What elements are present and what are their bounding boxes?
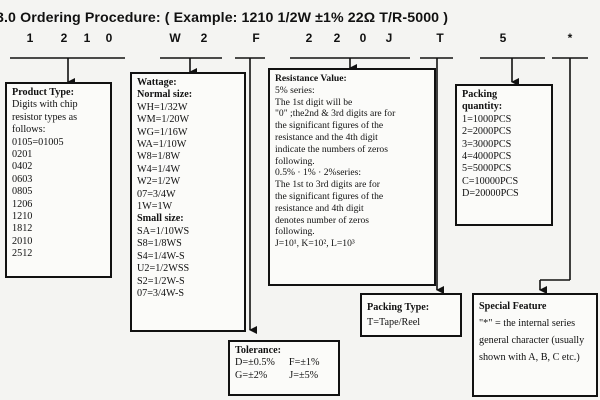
resistance-text: the significant figures of the — [275, 120, 384, 132]
product-type-desc: Digits with chip resistor types as follo… — [12, 99, 78, 136]
resistance-text: The 1st digit will be — [275, 96, 353, 108]
code-char: 1 — [26, 31, 34, 45]
special-feature-heading: Special Feature — [479, 301, 547, 312]
resistance-text: denotes number of zeros — [275, 214, 370, 226]
product-type-item: 0402 — [12, 161, 33, 173]
wattage-small-item: S4=1/4W-S — [137, 250, 185, 262]
page-title: 3.0 Ordering Procedure: ( Example: 1210 … — [0, 10, 449, 26]
product-type-item: 1210 — [12, 211, 33, 223]
packing-quantity-heading: Packing — [462, 89, 498, 100]
wattage-normal-item: WM=1/20W — [137, 114, 190, 126]
code-char: 2 — [333, 31, 341, 45]
resistance-text: resistance and the 4th digit — [275, 131, 378, 143]
resistance-heading: Resistance Value: — [275, 73, 347, 84]
product-type-item: 0105=01005 — [12, 136, 64, 148]
packing-quantity-item: 2=2000PCS — [462, 126, 512, 138]
wattage-small-item: U2=1/2WSS — [137, 263, 190, 275]
wattage-small-item: 07=3/4W-S — [137, 287, 185, 299]
wattage-small-item: S2=1/2W-S — [137, 275, 185, 287]
code-char: W — [169, 31, 181, 45]
packing-quantity-item: 5=5000PCS — [462, 163, 512, 175]
packing-type-heading: Packing Type: — [367, 302, 430, 313]
resistance-text: the significant figures of the — [275, 190, 384, 202]
tolerance-heading: Tolerance: — [235, 345, 282, 356]
code-char: 0 — [359, 31, 367, 45]
product-type-item: 0603 — [12, 173, 33, 185]
wattage-normal-item: WA=1/10W — [137, 139, 187, 151]
code-char: 1 — [83, 31, 91, 45]
code-char: 0 — [105, 31, 113, 45]
resistance-text: following. — [275, 226, 315, 238]
tolerance-item: D=±0.5% — [235, 357, 275, 369]
product-type-item: 1812 — [12, 223, 33, 235]
wattage-normal-item: W8=1/8W — [137, 151, 181, 163]
resistance-value-box: Resistance Value: 5% series: The 1st dig… — [268, 68, 436, 286]
product-type-item: 2010 — [12, 235, 33, 247]
wattage-small-item: SA=1/10WS — [137, 225, 190, 237]
wattage-small-item: S8=1/8WS — [137, 238, 182, 250]
resistance-text: indicate the numbers of zeros — [275, 143, 388, 155]
packing-quantity-item: 4=4000PCS — [462, 151, 512, 163]
code-char: T — [436, 31, 444, 45]
wattage-heading: Wattage: — [137, 77, 177, 88]
resistance-text: resistance and 4th digit — [275, 202, 364, 214]
special-feature-text: shown with A, B, C etc.) — [479, 352, 580, 363]
wattage-normal-heading: Normal size: — [137, 89, 193, 101]
resistance-text: "0" ;the2nd & 3rd digits are for — [275, 108, 396, 120]
product-type-item: 2512 — [12, 248, 33, 260]
product-type-box: Product Type: Digits with chip resistor … — [5, 82, 112, 278]
wattage-normal-item: 1W=1W — [137, 201, 173, 213]
resistance-text: following. — [275, 155, 315, 167]
product-type-item: 0201 — [12, 149, 33, 161]
special-feature-text: general character (usually — [479, 335, 585, 346]
packing-quantity-item: 3=3000PCS — [462, 138, 512, 150]
special-feature-text: "*" = the internal series — [479, 318, 576, 329]
tolerance-item: G=±2% — [235, 369, 268, 381]
wattage-normal-item: WG=1/16W — [137, 126, 188, 138]
product-type-item: 0805 — [12, 186, 33, 198]
code-char: 5 — [499, 31, 507, 45]
wattage-normal-item: WH=1/32W — [137, 101, 188, 113]
resistance-text: 5% series: — [275, 84, 315, 96]
packing-quantity-item: C=10000PCS — [462, 175, 519, 187]
product-type-item: 1206 — [12, 198, 33, 210]
code-char: 2 — [60, 31, 68, 45]
wattage-normal-item: 07=3/4W — [137, 188, 176, 200]
code-char: F — [252, 31, 260, 45]
wattage-small-heading: Small size: — [137, 213, 184, 225]
special-feature-box: Special Feature "*" = the internal serie… — [472, 293, 598, 397]
code-char: J — [385, 31, 393, 45]
resistance-text: The 1st to 3rd digits are for — [275, 179, 380, 191]
packing-type-box: Packing Type: T=Tape/Reel — [360, 293, 462, 337]
packing-quantity-heading: quantity: — [462, 101, 503, 113]
resistance-text: 0.5% · 1% · 2%series: — [275, 167, 362, 179]
tolerance-box: Tolerance: D=±0.5% F=±1% G=±2% J=±5% — [228, 340, 340, 396]
packing-quantity-box: Packing quantity: 1=1000PCS 2=2000PCS 3=… — [455, 84, 553, 226]
packing-quantity-item: 1=1000PCS — [462, 113, 512, 125]
packing-quantity-item: D=20000PCS — [462, 188, 519, 200]
packing-type-value: T=Tape/Reel — [367, 317, 421, 329]
code-char: 2 — [305, 31, 313, 45]
product-type-heading: Product Type: — [12, 87, 74, 98]
wattage-normal-item: W4=1/4W — [137, 163, 181, 175]
code-char: 2 — [200, 31, 208, 45]
wattage-normal-item: W2=1/2W — [137, 176, 181, 188]
tolerance-item: F=±1% — [288, 357, 320, 369]
wattage-box: Wattage: Normal size: WH=1/32W WM=1/20W … — [130, 72, 246, 332]
code-char: * — [567, 31, 573, 45]
resistance-examples: J=10¹, K=10², L=10³ — [275, 238, 355, 250]
tolerance-item: J=±5% — [289, 369, 319, 381]
